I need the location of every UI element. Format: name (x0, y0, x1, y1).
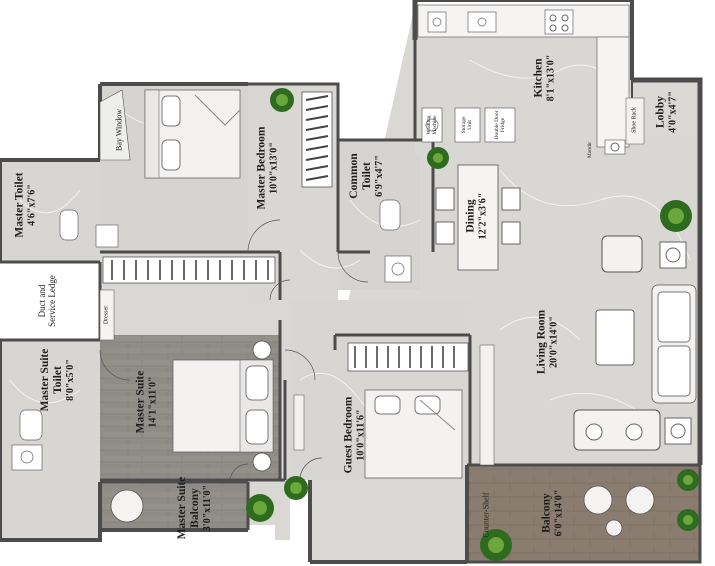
living-room-label: Living Room 20'0"x14'0" (536, 310, 561, 374)
balcony-dim: 6'0"x14'0" (553, 489, 565, 537)
bay-window (99, 89, 131, 161)
living-room-name: Living Room (535, 309, 548, 375)
master-toilet-label: Master Toilet 4'6"x7'6" (14, 170, 39, 240)
shoe-rack-label: Shoe Rack (631, 107, 638, 133)
lobby-dim: 4'0"x4'7" (667, 91, 679, 133)
master-suite-toilet-label: Master Suite Toilet 8'0"x5'0" (39, 340, 77, 420)
master-suite-toilet-dim: 8'0"x5'0" (65, 359, 77, 401)
common-toilet-label: Common Toilet 6'9"x4'7" (348, 141, 386, 211)
plant-icon (677, 469, 699, 491)
master-bedroom-bed (144, 89, 241, 179)
balcony-name: Balcony (540, 493, 553, 533)
duct-label: Duct and Service Ledge (37, 275, 57, 327)
wardrobe-hangers (305, 95, 329, 181)
dining-name: Dining (464, 199, 477, 233)
plant-icon (270, 88, 294, 112)
dining-table (435, 164, 521, 271)
kitchen-name: Kitchen (532, 58, 545, 98)
plant-icon (660, 200, 692, 232)
plant-icon (480, 529, 512, 561)
master-suite-balcony-label: Master Suite Balcony 3'0"x11'0" (176, 473, 214, 543)
storage-unit-label: Storage Unit (460, 116, 473, 134)
guest-bedroom-name: Guest Bedroom (342, 396, 355, 474)
master-bedroom-label: Master Bedroom 10'0"x13'0" (256, 127, 281, 210)
plant-icon (284, 476, 308, 500)
balcony-furniture (110, 485, 655, 537)
plant-icon (246, 494, 274, 522)
guest-bedroom-label: Guest Bedroom 10'0"x11'6" (343, 397, 368, 474)
guest-bed (364, 389, 463, 479)
master-suite-toilet-name: Master Suite Toilet (39, 348, 65, 412)
kitchen-dim: 8'1"x13'0" (545, 54, 557, 102)
master-suite-bed (172, 340, 274, 472)
kitchen-label: Kitchen 8'1"x13'0" (533, 55, 558, 102)
dining-label: Dining 12'2"x3'6" (465, 193, 490, 240)
lobby-label: Lobby 4'0"x4'7" (655, 91, 680, 133)
mandir-label: Mandir (586, 141, 593, 159)
guest-wardrobe-hangers (354, 346, 455, 368)
plant-icon (677, 509, 699, 531)
living-room-dim: 20'0"x14'0" (548, 316, 560, 368)
counter-shelf (479, 344, 495, 466)
counter-shelf-label: Counter-Shelf (481, 492, 491, 538)
common-toilet-dim: 6'9"x4'7" (374, 155, 386, 197)
guest-door-frame (293, 394, 305, 451)
guest-bedroom-dim: 10'0"x11'6" (355, 409, 367, 461)
master-toilet-dim: 4'6"x7'6" (26, 184, 38, 226)
master-suite-balcony-name: Master Suite Balcony (176, 476, 202, 540)
master-bedroom-name: Master Bedroom (255, 126, 268, 210)
master-suite-dim: 14'1"x11'0" (147, 376, 159, 428)
door-swings (99, 219, 369, 483)
suite-wardrobe-hangers (111, 260, 269, 280)
kitchen-counter (417, 4, 630, 155)
lobby-name: Lobby (654, 96, 667, 128)
master-suite-balcony-dim: 3'0"x11'0" (202, 484, 214, 532)
dining-dim: 12'2"x3'6" (477, 192, 489, 240)
dresser (99, 289, 115, 341)
fridge-label: Double Door Fridge (493, 110, 506, 140)
master-suite-wardrobe (102, 256, 276, 284)
duct-area (0, 262, 100, 340)
living-furniture (573, 235, 697, 451)
common-toilet-name: Common Toilet (348, 153, 374, 199)
guest-wardrobe (347, 342, 469, 372)
plants (246, 88, 699, 561)
master-bedroom-dim: 10'0"x13'0" (268, 142, 280, 194)
dresser-label: Dresser (103, 305, 110, 325)
shoe-rack (625, 97, 645, 145)
master-toilet-name: Master Toilet (13, 172, 26, 238)
master-suite-name: Master Suite (134, 370, 147, 434)
toilet-fixtures (11, 199, 412, 471)
balcony-label: Balcony 6'0"x14'0" (541, 490, 566, 537)
plant-icon (427, 147, 449, 169)
washing-machine-label: Washing Machine (425, 115, 438, 135)
master-suite-label: Master Suite 14'1"x11'0" (135, 371, 160, 434)
bay-window-label: Bay Window (114, 109, 124, 151)
